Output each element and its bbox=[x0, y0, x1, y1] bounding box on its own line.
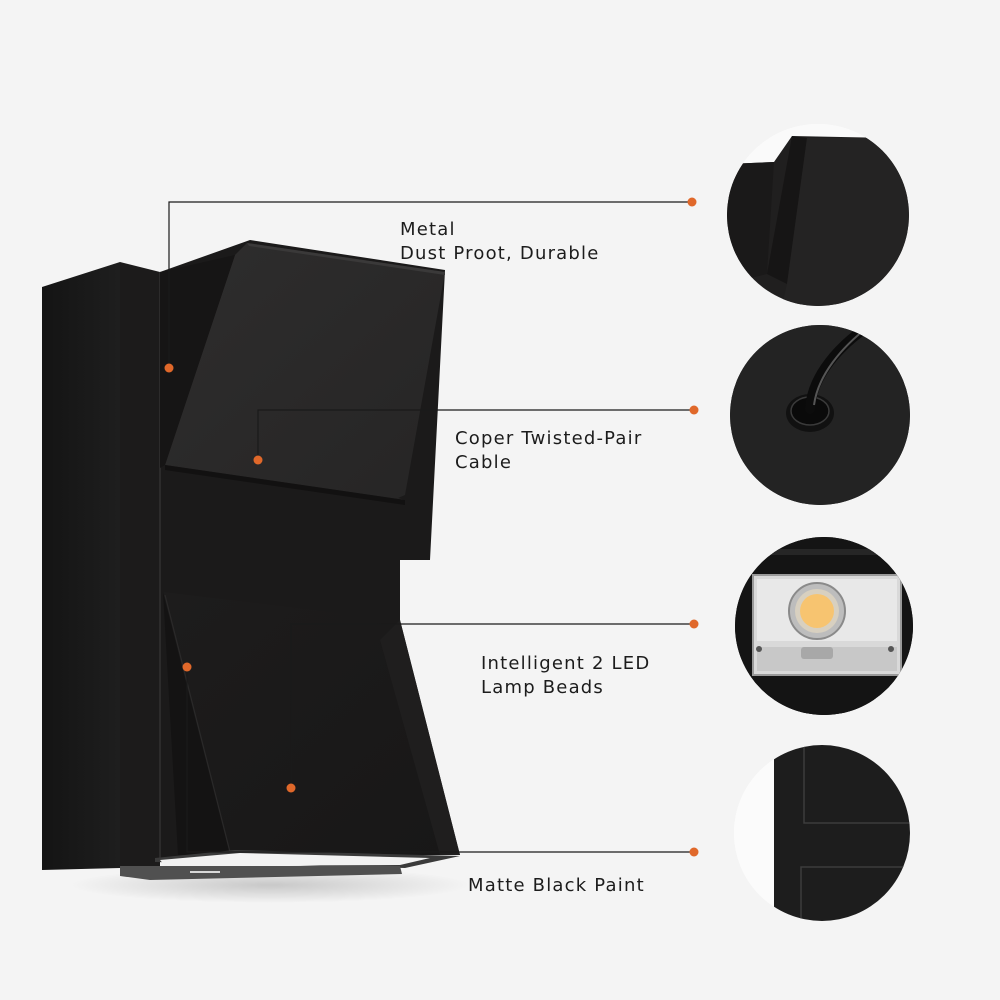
callout-label-paint: Matte Black Paint bbox=[468, 874, 645, 898]
housing-edge-closeup-icon bbox=[727, 124, 909, 306]
label-line: Coper Twisted-Pair bbox=[455, 428, 643, 449]
matte-panel-closeup-icon bbox=[734, 745, 910, 921]
label-line: Intelligent 2 LED bbox=[481, 653, 651, 674]
callout-label-led: Intelligent 2 LED Lamp Beads bbox=[481, 652, 650, 700]
label-line: Lamp Beads bbox=[481, 677, 604, 698]
label-line: Metal bbox=[400, 219, 456, 240]
callout-lines bbox=[168, 201, 694, 853]
label-line: Matte Black Paint bbox=[468, 875, 645, 896]
label-line: Dust Proot, Durable bbox=[400, 243, 600, 264]
callout-dots bbox=[164, 197, 699, 857]
cob-led-closeup-icon bbox=[735, 537, 913, 715]
label-line: Cable bbox=[455, 452, 513, 473]
callout-label-cable: Coper Twisted-Pair Cable bbox=[455, 427, 642, 475]
cable-gland-closeup-icon bbox=[730, 325, 910, 505]
callout-label-metal: Metal Dust Proot, Durable bbox=[400, 218, 600, 266]
